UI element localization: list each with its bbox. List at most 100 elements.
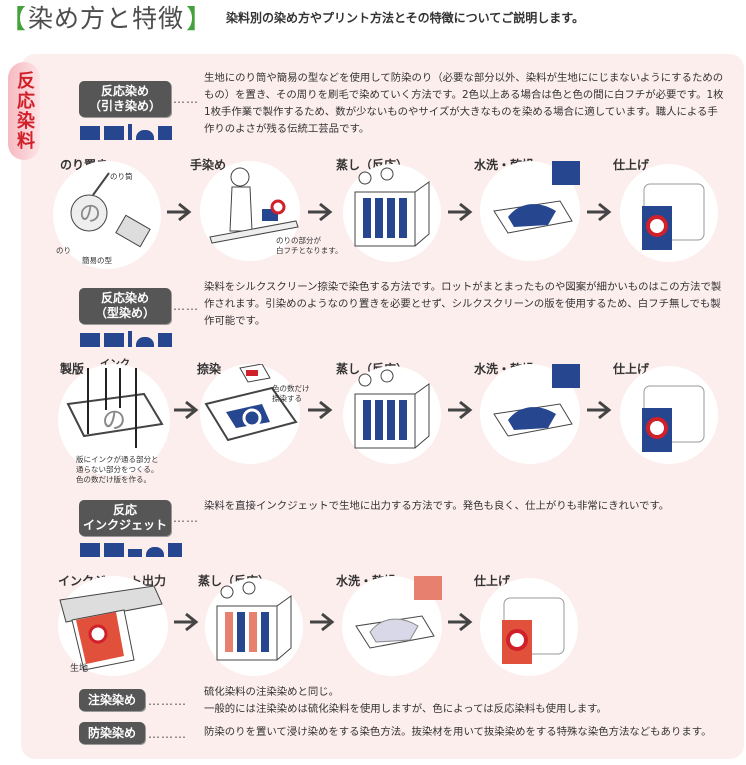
arrow-right-icon	[174, 400, 199, 420]
step-illustration-tezome	[200, 161, 300, 261]
step-illustration-nassen	[200, 363, 300, 464]
shirt-icon	[104, 333, 124, 347]
finish-illustration	[642, 183, 705, 250]
screen-plate-illustration: の	[66, 368, 164, 448]
method-line1: 反応染め	[100, 84, 149, 98]
step-illustration-steam	[205, 578, 303, 676]
title-bracket-left: 【	[0, 4, 27, 35]
arrow-right-icon	[308, 400, 333, 420]
svg-text:の: の	[79, 202, 101, 227]
arrow-right-icon	[448, 612, 473, 632]
leader-dots: ……	[173, 511, 199, 525]
printing-illustration	[204, 363, 298, 442]
leader-dots: ………	[148, 727, 187, 741]
others-description: 防染のりを置いて浸け染めをする染色方法。抜染材を用いて抜染染めをする特殊な染色方…	[204, 726, 712, 738]
step-illustration-finish	[620, 164, 718, 262]
furoshiki-icon	[146, 547, 164, 557]
happi-icon	[80, 543, 100, 557]
steam-box-illustration	[216, 581, 292, 661]
side-tab-label: 反応染料	[14, 71, 35, 151]
side-tab-reactive-dye: 反応染料	[8, 62, 40, 160]
page-title-text: 染め方と特徴	[28, 4, 185, 33]
svg-text:の: の	[102, 406, 126, 434]
product-icons	[80, 124, 172, 140]
method-box-hikizome: 反応染め （引き染め）	[79, 81, 171, 117]
finish-illustration	[502, 597, 565, 664]
arrow-right-icon	[308, 202, 333, 222]
finish-illustration	[642, 385, 705, 452]
method-line1: 反応染め	[100, 291, 149, 305]
leader-dots: ……	[173, 92, 199, 106]
method-description: 染料を直接インクジェットで生地に出力する方法です。発色も良く、仕上がりも非常にき…	[204, 500, 670, 512]
note-fuchi: のりの部分が白フチとなります。	[276, 236, 343, 255]
method-box-inkjet: 反応 インクジェット	[79, 500, 171, 536]
others-desc-line1: 硫化染料の注染染めと同じ。	[204, 686, 340, 698]
arrow-right-icon	[448, 400, 473, 420]
nori-illustration: の	[70, 172, 151, 248]
steam-box-illustration	[354, 369, 430, 449]
note-plate: 版にインクが通る部分と通らない部分をつくる。色の数だけ版を作る。	[76, 455, 159, 484]
product-icons	[80, 543, 182, 557]
step-illustration-nori: の	[53, 161, 161, 269]
method-description: 染料をシルクスクリーン捺染で染色する方法です。ロットがまとまったものや図案が細か…	[204, 281, 722, 327]
page-subtitle: 染料別の染め方やプリント方法とその特徴についてご説明します。	[226, 11, 585, 25]
others-description: 硫化染料の注染染めと同じ。 一般的には注染染めは硫化染料を使用しますが、色によっ…	[204, 684, 724, 718]
shirt-icon	[104, 126, 124, 140]
flag-icon	[128, 331, 132, 347]
arrow-right-icon	[587, 400, 612, 420]
note-kan-i: 簡易の型	[82, 256, 112, 265]
step-label: 製版	[60, 362, 85, 376]
step-illustration-steam	[343, 164, 441, 262]
arrow-right-icon	[310, 612, 335, 632]
step-illustration-finish	[480, 578, 578, 676]
title-bracket-right: 】	[186, 4, 213, 35]
arrow-right-icon	[167, 202, 192, 222]
arrow-right-icon	[448, 202, 473, 222]
step-label: 仕上げ	[613, 362, 650, 376]
note-nori-tsutsu: のり筒	[110, 172, 133, 181]
step-illustration-inkjet	[58, 576, 168, 676]
others-label: 防染染め	[87, 725, 136, 740]
leader-dots: ………	[148, 694, 187, 708]
inkjet-printer-illustration	[59, 585, 163, 671]
method-box-chusen: 注染染め	[79, 689, 145, 711]
step-illustration-wash	[480, 364, 582, 464]
product-icons	[80, 331, 172, 347]
step-label: 仕上げ	[474, 574, 511, 588]
step-illustration-finish	[620, 366, 718, 464]
noren-icon	[158, 126, 172, 140]
leader-dots: ……	[173, 299, 199, 313]
step-illustration-seihan: の	[58, 364, 170, 476]
note-color-count: 色の数だけ捺染する	[272, 384, 310, 403]
wash-illustration	[493, 161, 582, 234]
method-description: 生地にのり筒や簡易の型などを使用して防染のり（必要な部分以外、染料が生地ににじま…	[204, 72, 724, 135]
shirt-icon	[104, 543, 124, 557]
note-fabric: 生地	[70, 664, 89, 674]
note-nori: のり	[56, 246, 71, 255]
steam-box-illustration	[354, 167, 430, 247]
method-box-bousen: 防染染め	[79, 722, 145, 744]
step-label: 捺染	[197, 362, 222, 376]
method-line2: インクジェット	[82, 518, 167, 532]
step-label: 手染め	[190, 158, 227, 172]
method-box-katazome: 反応染め （型染め）	[79, 288, 171, 324]
page-title: 【 染め方と特徴 】	[0, 0, 213, 35]
flag-icon	[128, 549, 142, 557]
wash-illustration	[355, 576, 444, 649]
step-label: 仕上げ	[613, 158, 650, 172]
tezome-illustration	[209, 167, 299, 244]
furoshiki-icon	[136, 130, 154, 140]
happi-icon	[80, 126, 100, 140]
happi-icon	[80, 333, 100, 347]
step-illustration-wash	[342, 576, 444, 676]
step-illustration-wash	[480, 161, 582, 261]
furoshiki-icon	[136, 337, 154, 347]
others-desc-line2: 一般的には注染染めは硫化染料を使用しますが、色によっては反応染料も使用します。	[204, 703, 607, 715]
method-line2: （型染め）	[94, 306, 155, 320]
flag-icon	[128, 124, 132, 140]
arrow-right-icon	[174, 612, 199, 632]
noren-icon	[158, 333, 172, 347]
others-label: 注染染め	[87, 692, 136, 707]
arrow-right-icon	[587, 202, 612, 222]
step-illustration-steam	[343, 366, 441, 464]
